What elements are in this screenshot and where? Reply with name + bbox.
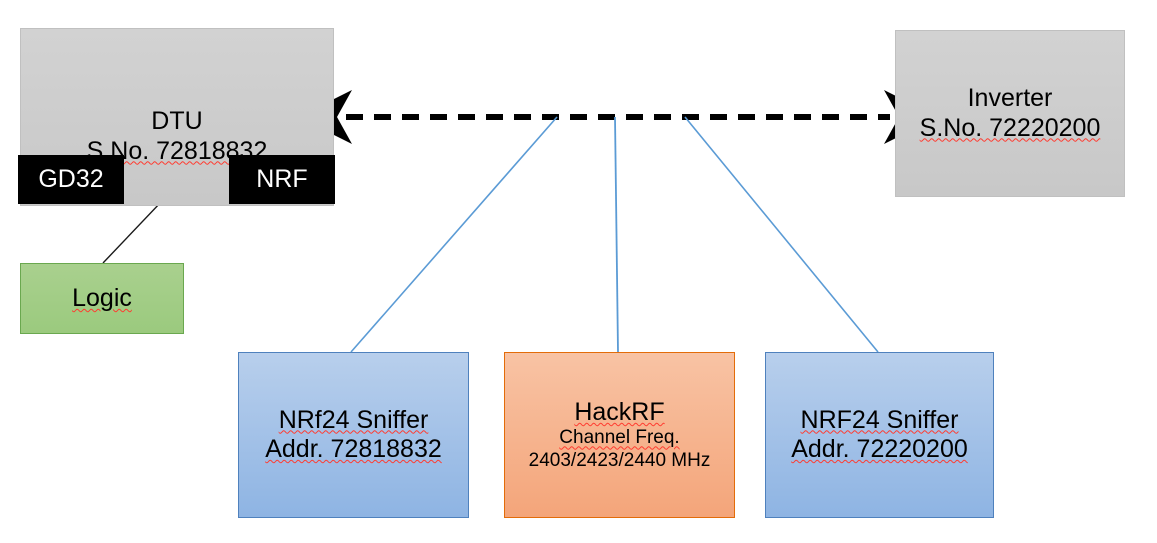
node-inverter-serial: S.No. 72220200 bbox=[920, 114, 1101, 144]
node-hackrf-subtitle: Channel Freq. bbox=[559, 427, 679, 449]
node-inverter-title: Inverter bbox=[967, 84, 1053, 112]
node-inverter[interactable]: Inverter S.No. 72220200 bbox=[895, 30, 1125, 197]
node-sniffer-left[interactable]: NRf24 Sniffer Addr. 72818832 bbox=[238, 352, 469, 518]
node-hackrf-title-text: HackRF bbox=[574, 397, 665, 426]
node-sniffer-left-title: NRf24 Sniffer bbox=[279, 406, 429, 436]
node-hackrf-frequencies: 2403/2423/2440 MHz bbox=[528, 449, 711, 471]
node-hackrf-subtitle-text: Channel Freq. bbox=[559, 427, 680, 449]
node-hackrf-title: HackRF bbox=[574, 398, 664, 428]
node-hackrf[interactable]: HackRF Channel Freq. 2403/2423/2440 MHz bbox=[504, 352, 735, 518]
node-logic-label: Logic bbox=[72, 283, 132, 312]
node-gd32-label: GD32 bbox=[38, 164, 104, 193]
node-sniffer-left-address: Addr. 72818832 bbox=[265, 435, 442, 465]
node-sniffer-right[interactable]: NRF24 Sniffer Addr. 72220200 bbox=[765, 352, 994, 518]
node-nrf[interactable]: NRF bbox=[229, 155, 335, 204]
connector-sniffer-right-tap bbox=[684, 116, 879, 353]
node-logic[interactable]: Logic bbox=[20, 263, 184, 334]
node-sniffer-left-address-text: Addr. 72818832 bbox=[265, 435, 442, 463]
connector-sniffer-left-tap bbox=[350, 116, 558, 353]
node-dtu-title: DTU bbox=[151, 107, 203, 135]
node-sniffer-right-address: Addr. 72220200 bbox=[791, 435, 968, 465]
node-sniffer-right-title-text: NRF24 Sniffer bbox=[800, 405, 959, 434]
connector-hackrf-tap bbox=[614, 116, 619, 353]
node-sniffer-left-title-text: NRf24 Sniffer bbox=[278, 405, 429, 434]
node-sniffer-right-title: NRF24 Sniffer bbox=[801, 406, 959, 436]
node-inverter-serial-text: S.No. 72220200 bbox=[919, 113, 1101, 142]
node-sniffer-right-address-text: Addr. 72220200 bbox=[791, 435, 968, 463]
node-nrf-label: NRF bbox=[256, 164, 308, 193]
node-gd32[interactable]: GD32 bbox=[18, 155, 124, 204]
